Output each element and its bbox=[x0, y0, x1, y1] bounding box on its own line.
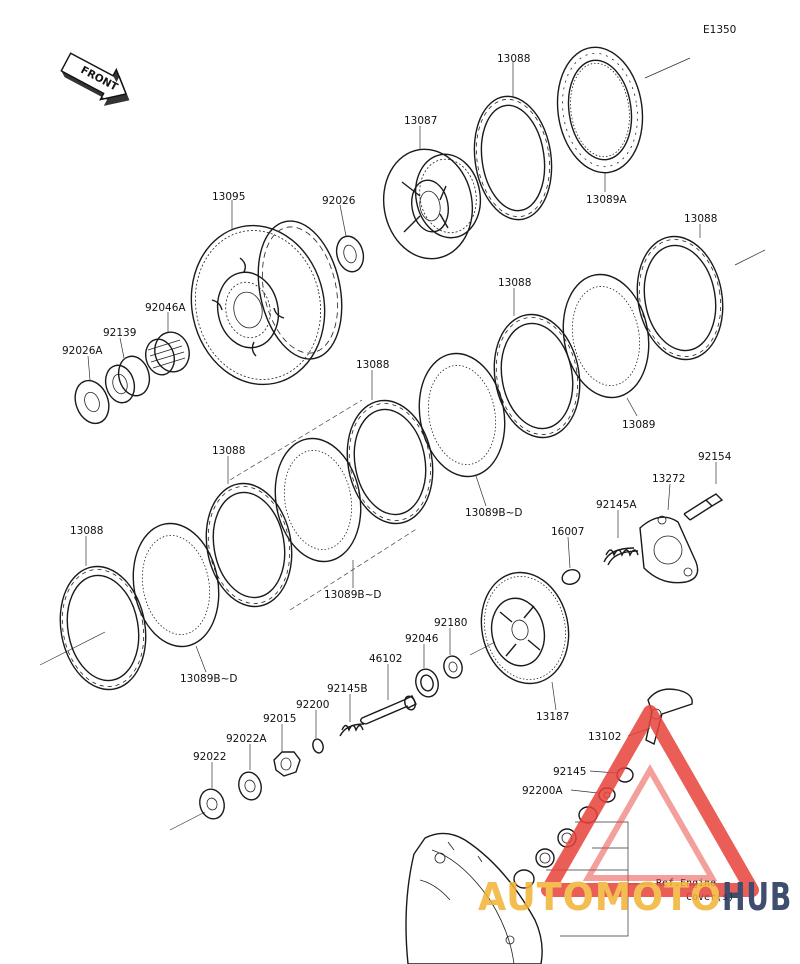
label-92145: 92145 bbox=[553, 766, 586, 778]
watermark-text-left: AUTOMOTO bbox=[478, 875, 722, 919]
circlip-16007 bbox=[561, 569, 581, 585]
clutch-hub-13087 bbox=[382, 148, 482, 260]
axis-line-bottom bbox=[169, 811, 206, 831]
bearing-92046 bbox=[415, 668, 439, 698]
friction-plate-13088-right bbox=[636, 235, 724, 361]
label-46102: 46102 bbox=[369, 653, 402, 665]
bolt-92154 bbox=[683, 493, 724, 521]
watermark-triangle-icon bbox=[541, 705, 759, 897]
label-13187: 13187 bbox=[536, 711, 569, 723]
plate-group-guide bbox=[229, 399, 419, 611]
spring-92145A bbox=[603, 547, 639, 566]
washer-92180 bbox=[443, 655, 463, 679]
label-92026A: 92026A bbox=[62, 345, 103, 357]
leader-lines bbox=[85, 62, 717, 794]
needle-bearing-92046A bbox=[144, 331, 190, 376]
label-92200A: 92200A bbox=[522, 785, 563, 797]
friction-plate-13088-center bbox=[493, 313, 581, 439]
watermark-text-right: HUB bbox=[722, 875, 792, 919]
label-92022A: 92022A bbox=[226, 733, 267, 745]
label-92200: 92200 bbox=[296, 699, 329, 711]
spring-92145B bbox=[339, 723, 365, 737]
washer-92026A bbox=[74, 379, 110, 425]
label-92015: 92015 bbox=[263, 713, 296, 725]
label-13089: 13089 bbox=[622, 419, 655, 431]
label-13272: 13272 bbox=[652, 473, 685, 485]
front-arrow-icon bbox=[60, 52, 130, 106]
steel-plate-13089BD-c bbox=[132, 522, 220, 648]
steel-plate-13089BD-a bbox=[418, 352, 506, 478]
label-92154: 92154 bbox=[698, 451, 732, 463]
diagram-code: E1350 bbox=[703, 24, 736, 36]
bearing-lower bbox=[535, 848, 555, 868]
label-13088-mid: 13088 bbox=[356, 359, 389, 371]
steel-plate-13089A bbox=[556, 46, 644, 174]
label-ref-covers: Cover(s) bbox=[686, 892, 734, 903]
axis-line-top bbox=[644, 57, 691, 79]
lifter-plate-13272 bbox=[639, 515, 699, 584]
washer-92022A bbox=[238, 771, 262, 801]
label-92139: 92139 bbox=[103, 327, 136, 339]
label-13089BD-b: 13089B~D bbox=[324, 589, 382, 601]
label-92046A: 92046A bbox=[145, 302, 186, 314]
engine-cover bbox=[405, 832, 543, 964]
friction-plate-13088-top bbox=[473, 95, 553, 221]
label-16007: 16007 bbox=[551, 526, 584, 538]
clutch-housing-13095 bbox=[190, 220, 343, 386]
label-92046: 92046 bbox=[405, 633, 439, 645]
pressure-plate-13187 bbox=[480, 571, 570, 685]
label-13089BD-c: 13089B~D bbox=[180, 673, 238, 685]
label-13088-center: 13088 bbox=[498, 277, 531, 289]
washer-92022 bbox=[199, 788, 225, 820]
label-92022: 92022 bbox=[193, 751, 226, 763]
label-92026: 92026 bbox=[322, 195, 356, 207]
label-13088-left: 13088 bbox=[212, 445, 245, 457]
label-92145B: 92145B bbox=[327, 683, 368, 695]
watermark-logo: AUTOMOTO HUB bbox=[478, 705, 792, 919]
label-13089A: 13089A bbox=[586, 194, 627, 206]
push-rod-46102 bbox=[359, 695, 417, 725]
label-13102: 13102 bbox=[588, 731, 621, 743]
sleeve-92139 bbox=[104, 355, 151, 404]
label-92180: 92180 bbox=[434, 617, 467, 629]
nut-92015 bbox=[273, 751, 301, 777]
ring-lower bbox=[513, 869, 535, 889]
label-13095: 13095 bbox=[212, 191, 245, 203]
label-13088-top: 13088 bbox=[497, 53, 530, 65]
axis-line-mid bbox=[469, 641, 496, 656]
friction-plate-13088-left bbox=[205, 482, 293, 608]
washer-92026 bbox=[335, 235, 365, 273]
steel-plate-13089 bbox=[562, 273, 650, 399]
label-92145A: 92145A bbox=[596, 499, 637, 511]
friction-plate-13088-mid-left bbox=[346, 399, 434, 525]
washer-92200 bbox=[312, 738, 324, 754]
friction-plate-13088-far-left bbox=[59, 565, 147, 691]
label-13089BD-a: 13089B~D bbox=[465, 507, 523, 519]
label-13087: 13087 bbox=[404, 115, 437, 127]
axis-line-upper-right bbox=[734, 249, 766, 266]
label-13088-right: 13088 bbox=[684, 213, 717, 225]
label-13088-far-left: 13088 bbox=[70, 525, 103, 537]
